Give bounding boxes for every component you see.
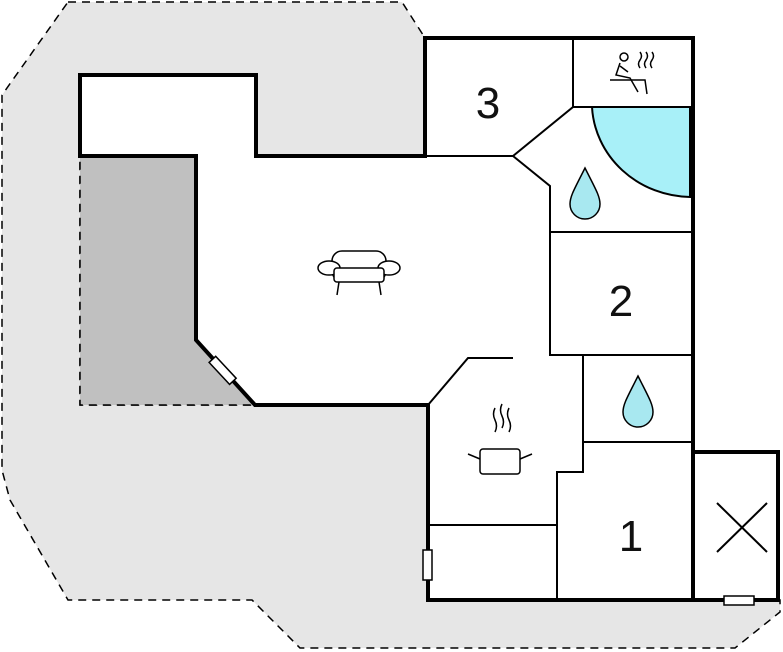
- exterior-wall-right: [426, 403, 695, 602]
- exterior-wall: [78, 36, 695, 454]
- room-label-1: 1: [619, 512, 643, 561]
- pool: [590, 106, 691, 199]
- interior-walls: [425, 38, 693, 600]
- house-floor: [80, 38, 778, 600]
- window-icon: [723, 595, 755, 606]
- window-icon: [208, 355, 238, 386]
- water-drop-icon: [622, 374, 654, 428]
- upper-terrace-white: [80, 75, 256, 156]
- room-label-2: 2: [609, 277, 633, 326]
- sofa-icon: [317, 250, 401, 296]
- cross-icon: [716, 502, 768, 553]
- window-icon: [422, 549, 433, 581]
- water-drop-icon: [569, 166, 601, 220]
- exterior-wall-lower: [78, 154, 430, 407]
- cooking-pot-icon: [467, 403, 533, 475]
- sauna-icon: [610, 51, 655, 95]
- room-label-3: 3: [476, 79, 500, 128]
